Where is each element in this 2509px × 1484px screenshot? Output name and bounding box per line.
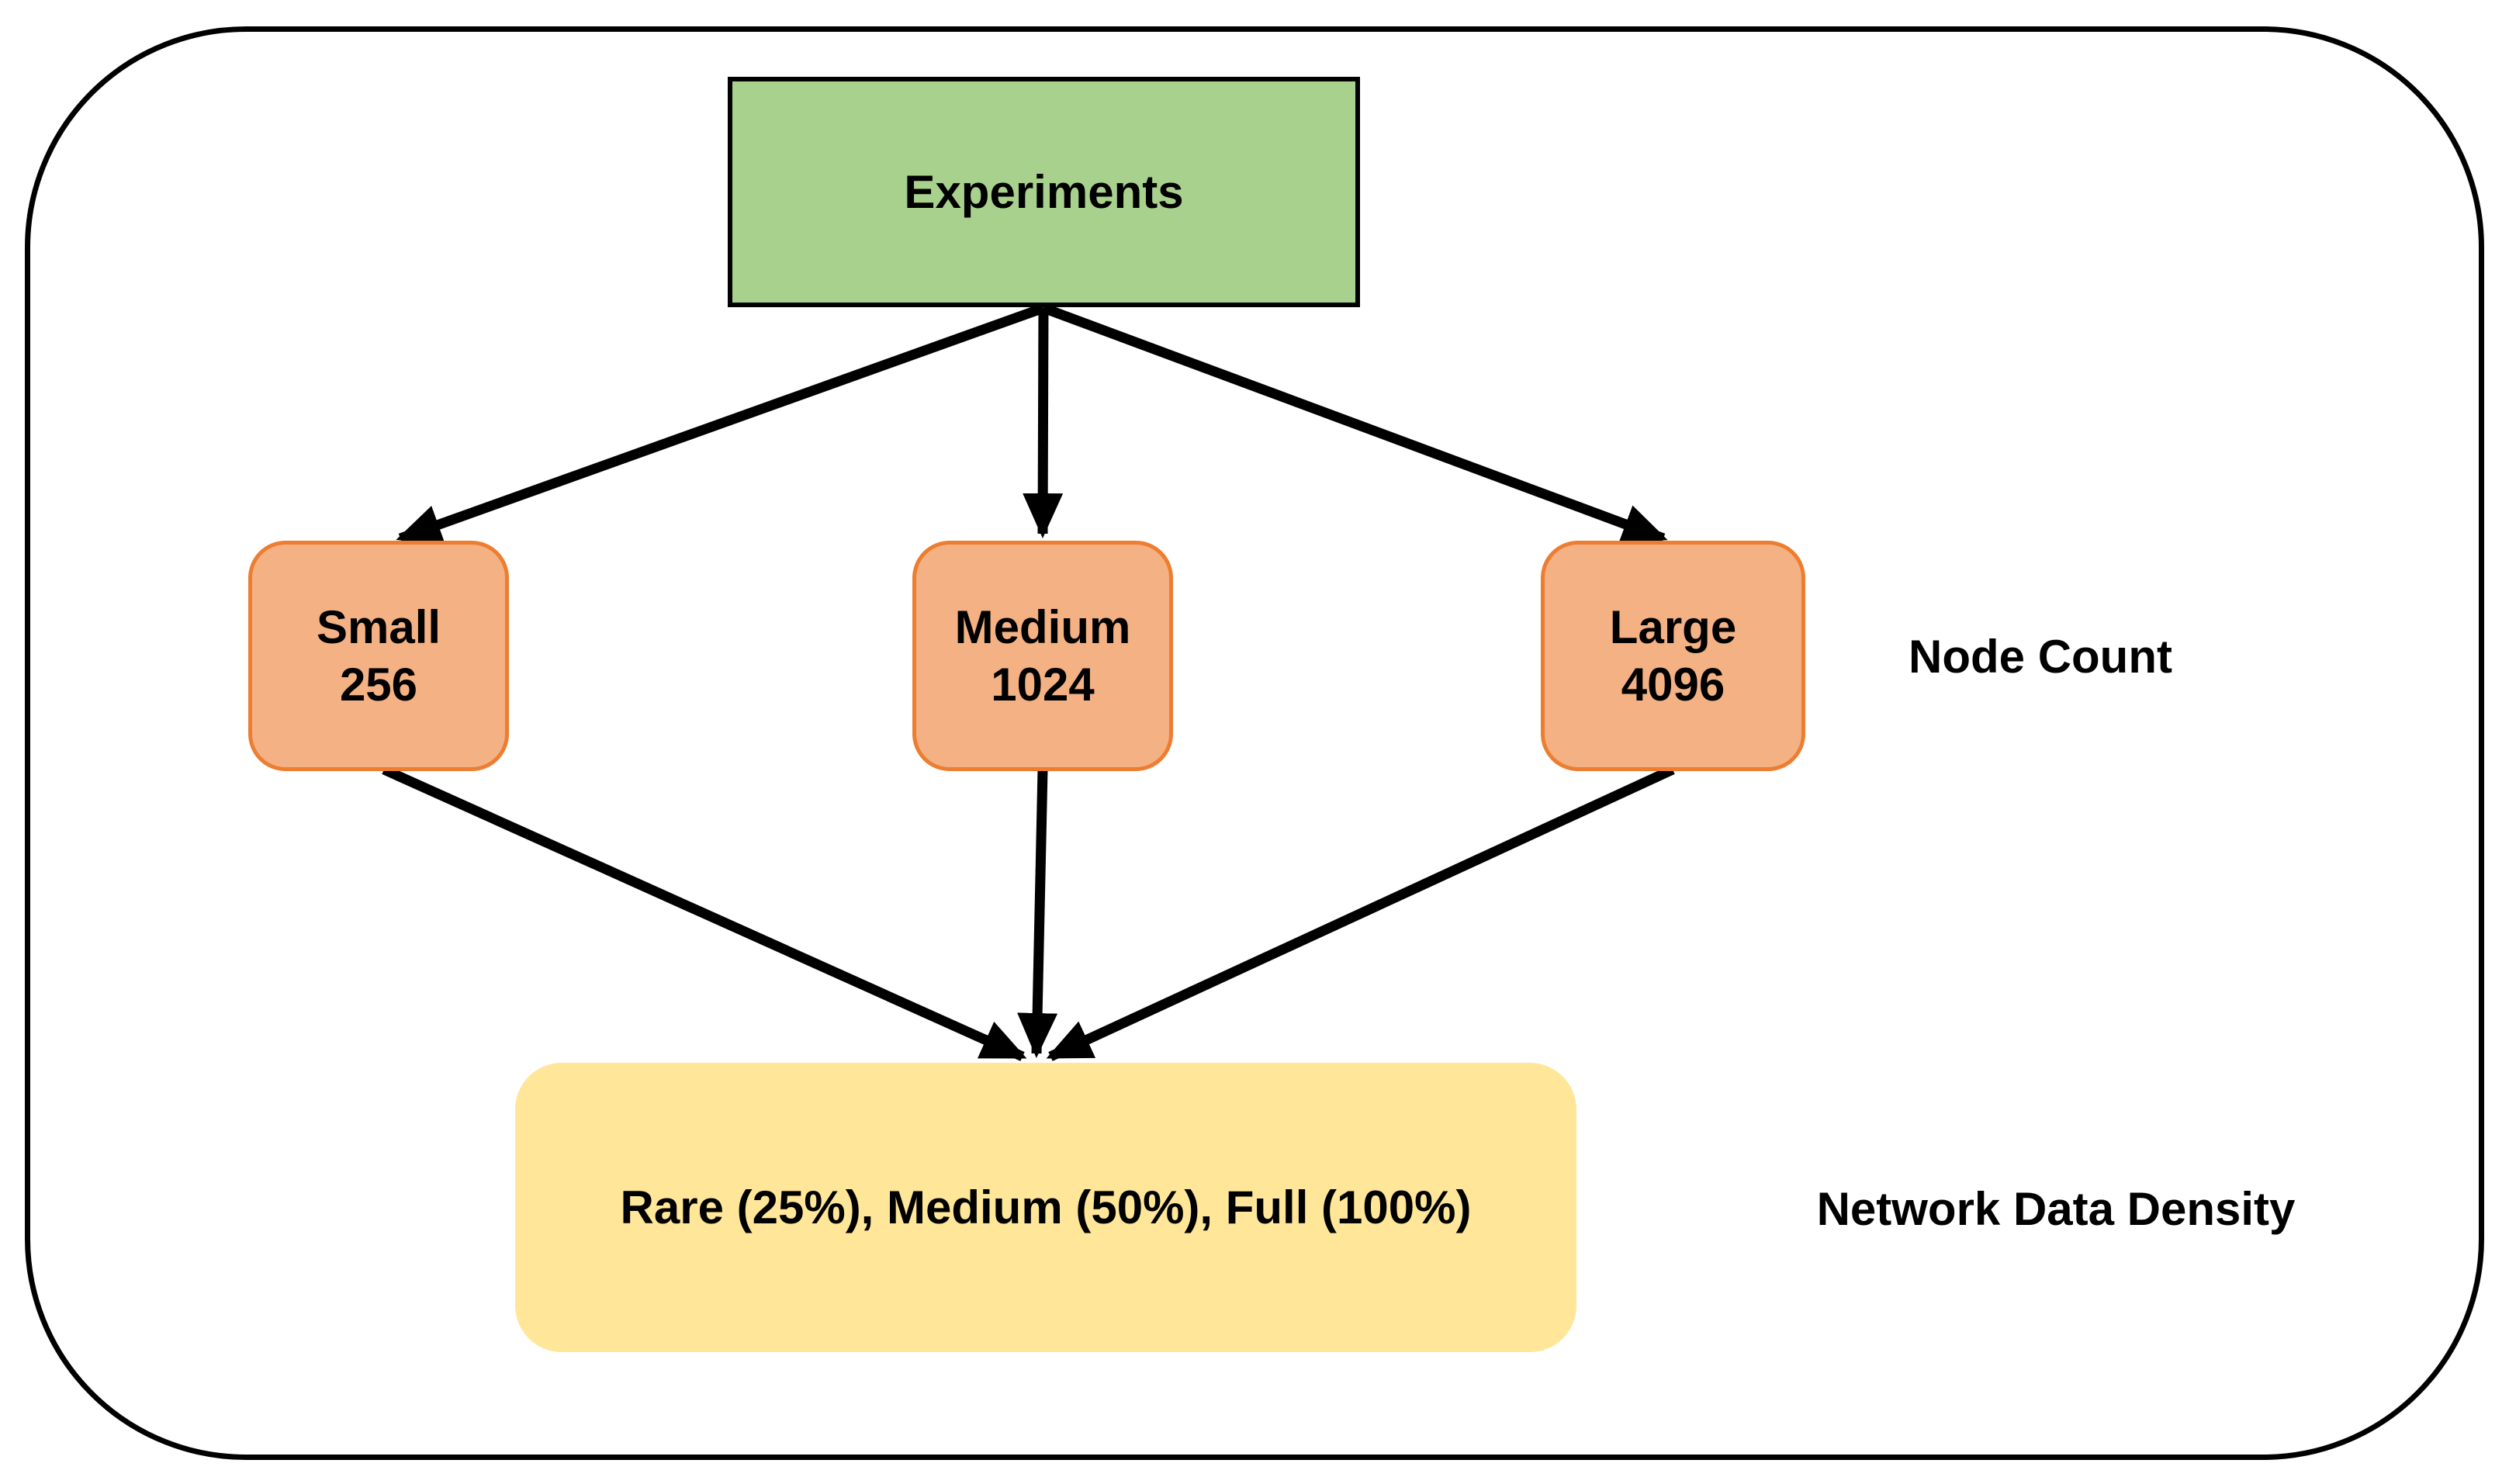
- experiments-box: Experiments: [728, 77, 1360, 307]
- node-count-label: Node Count: [1808, 621, 2273, 692]
- node-box-medium: Medium 1024: [912, 541, 1173, 771]
- node-count-text: Node Count: [1909, 630, 2172, 683]
- node-box-small: Small 256: [248, 541, 509, 771]
- density-box: Rare (25%), Medium (50%), Full (100%): [515, 1063, 1576, 1352]
- density-values: Rare (25%), Medium (50%), Full (100%): [620, 1181, 1472, 1233]
- node-large-title: Large: [1609, 600, 1737, 653]
- node-small-title: Small: [316, 600, 441, 653]
- node-large-value: 4096: [1621, 658, 1725, 711]
- node-medium-value: 1024: [991, 658, 1095, 711]
- node-medium-title: Medium: [954, 600, 1131, 653]
- experiments-label: Experiments: [904, 165, 1184, 218]
- node-box-large: Large 4096: [1541, 541, 1805, 771]
- network-data-density-label: Network Data Density: [1808, 1173, 2304, 1244]
- network-data-density-text: Network Data Density: [1816, 1182, 2296, 1235]
- diagram-border: [25, 26, 2484, 1460]
- node-small-value: 256: [339, 658, 418, 711]
